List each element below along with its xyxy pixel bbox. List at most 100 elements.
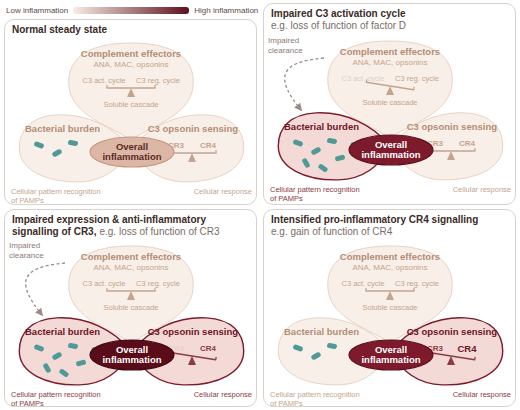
cycle-label: C3 reg. cycle <box>131 279 185 288</box>
bacterium-icon <box>51 148 62 157</box>
edge-label: Impaired clearance <box>268 36 318 55</box>
clearance-arrow <box>26 263 65 315</box>
lobe-footnote: Cellular pattern recognition of PAMPs <box>11 187 107 205</box>
bacterium-icon <box>335 154 346 161</box>
panel-subtitle: e.g. loss of function of factor D <box>271 20 509 32</box>
overall-ellipse: Overall inflammation <box>89 339 175 371</box>
lobe-heading: C3 opsonin sensing <box>399 121 497 132</box>
beam-end <box>413 87 415 90</box>
bacterium-icon <box>58 368 69 378</box>
beam-end <box>413 288 414 291</box>
lobe-footnote: Cellular response <box>417 185 511 194</box>
scale-beam <box>427 148 475 151</box>
effector-list: ANA, MAC, opsonins <box>65 263 197 273</box>
scale-fulcrum <box>188 153 196 162</box>
scenario-panel: Impaired expression & anti-inflammatory … <box>4 209 257 407</box>
inflammation-legend: Low inflammationHigh inflammation <box>6 4 258 16</box>
scale-fulcrum <box>447 356 455 365</box>
lobe-heading: Bacterial burden <box>25 123 121 134</box>
panel-title: Normal steady state <box>12 24 250 36</box>
lobe-heading: C3 opsonin sensing <box>140 326 238 337</box>
lobe-heading: Complement effectors <box>324 251 456 262</box>
receptor-label: CR4 <box>454 344 480 354</box>
beam-end <box>215 357 217 360</box>
cycle-label: C3 act. cycle <box>77 279 131 288</box>
bacterium-icon <box>68 343 79 350</box>
ellipse-outline <box>90 137 174 167</box>
bacterium-icon <box>33 141 44 149</box>
bacterium-icon <box>33 344 44 352</box>
lobe-heading: Bacterial burden <box>284 326 380 337</box>
beam-line <box>168 152 216 153</box>
beam-end <box>154 288 155 291</box>
overall-text: Overall inflammation <box>352 134 430 166</box>
beam-line <box>168 352 215 360</box>
scale-beam <box>168 150 216 153</box>
cascade-label: Soluble cascade <box>324 303 456 312</box>
ellipse-outline <box>90 340 174 370</box>
beam-end <box>106 288 107 291</box>
bacterium-icon <box>292 344 303 352</box>
cycle-label: C3 act. cycle <box>336 74 390 83</box>
legend-swatch <box>73 7 131 14</box>
lobe-footnote: Cellular pattern recognition of PAMPs <box>11 390 107 408</box>
scale-fulcrum <box>386 291 394 300</box>
lobe-footnote: Cellular response <box>417 390 511 399</box>
bacterium-icon <box>292 139 303 147</box>
scale-beam <box>107 85 155 88</box>
scale-beam <box>366 288 414 291</box>
scenario-panel: Normal steady stateComplement effectorsA… <box>4 19 257 205</box>
clearance-arrow <box>285 58 324 110</box>
bacterium-icon <box>317 163 328 173</box>
lobe-heading: Bacterial burden <box>25 326 121 337</box>
bacterium-icon <box>42 362 51 373</box>
overall-text: Overall inflammation <box>93 136 171 168</box>
cycle-label: C3 reg. cycle <box>390 279 444 288</box>
beam-end <box>474 357 476 360</box>
beam-end <box>365 288 366 291</box>
overall-ellipse: Overall inflammation <box>348 134 434 166</box>
overall-text: Overall inflammation <box>93 339 171 371</box>
panel-title: Impaired C3 activation cyclee.g. loss of… <box>271 8 509 32</box>
cascade-label: Soluble cascade <box>65 303 197 312</box>
lobe-footnote: Cellular pattern recognition of PAMPs <box>270 390 366 408</box>
beam-end <box>154 85 155 88</box>
lobe-heading: Complement effectors <box>65 251 197 262</box>
bacterium-icon <box>327 138 338 145</box>
lobe-heading: Complement effectors <box>324 46 456 57</box>
lobe-heading: C3 opsonin sensing <box>140 123 238 134</box>
panel-title-text: Impaired C3 activation cycle <box>271 8 406 19</box>
overall-ellipse: Overall inflammation <box>89 136 175 168</box>
panel-title: Impaired expression & anti-inflammatory … <box>12 214 250 238</box>
effector-list: ANA, MAC, opsonins <box>324 263 456 273</box>
bacterium-icon <box>76 359 87 366</box>
scenario-panel: Impaired C3 activation cyclee.g. loss of… <box>263 3 516 205</box>
cycle-label: C3 act. cycle <box>336 279 390 288</box>
effector-list: ANA, MAC, opsonins <box>65 60 197 70</box>
ellipse-outline <box>349 340 433 370</box>
legend-swatch <box>131 7 189 14</box>
receptor-label: CR4 <box>195 141 221 151</box>
lobe-heading: C3 opsonin sensing <box>399 326 497 337</box>
cascade-label: Soluble cascade <box>65 100 197 109</box>
cycle-label: C3 reg. cycle <box>390 74 444 83</box>
legend-text: High inflammation <box>194 6 258 15</box>
bacterium-icon <box>301 157 310 168</box>
panel-subtitle: e.g. loss of function of CR3 <box>99 226 219 237</box>
overall-ellipse: Overall inflammation <box>348 339 434 371</box>
lobe-footnote: Cellular response <box>158 187 252 196</box>
lobe-footnote: Cellular pattern recognition of PAMPs <box>270 185 366 203</box>
beam-line <box>366 290 414 291</box>
cascade-label: Soluble cascade <box>324 98 456 107</box>
effector-list: ANA, MAC, opsonins <box>324 58 456 68</box>
bacterium-icon <box>310 351 321 360</box>
cycle-label: C3 act. cycle <box>77 76 131 85</box>
bacterium-icon <box>327 343 338 350</box>
scale-fulcrum <box>127 88 135 97</box>
beam-end <box>106 85 107 88</box>
beam-line <box>107 290 155 291</box>
bacterium-icon <box>68 140 79 147</box>
scale-beam <box>107 288 155 291</box>
